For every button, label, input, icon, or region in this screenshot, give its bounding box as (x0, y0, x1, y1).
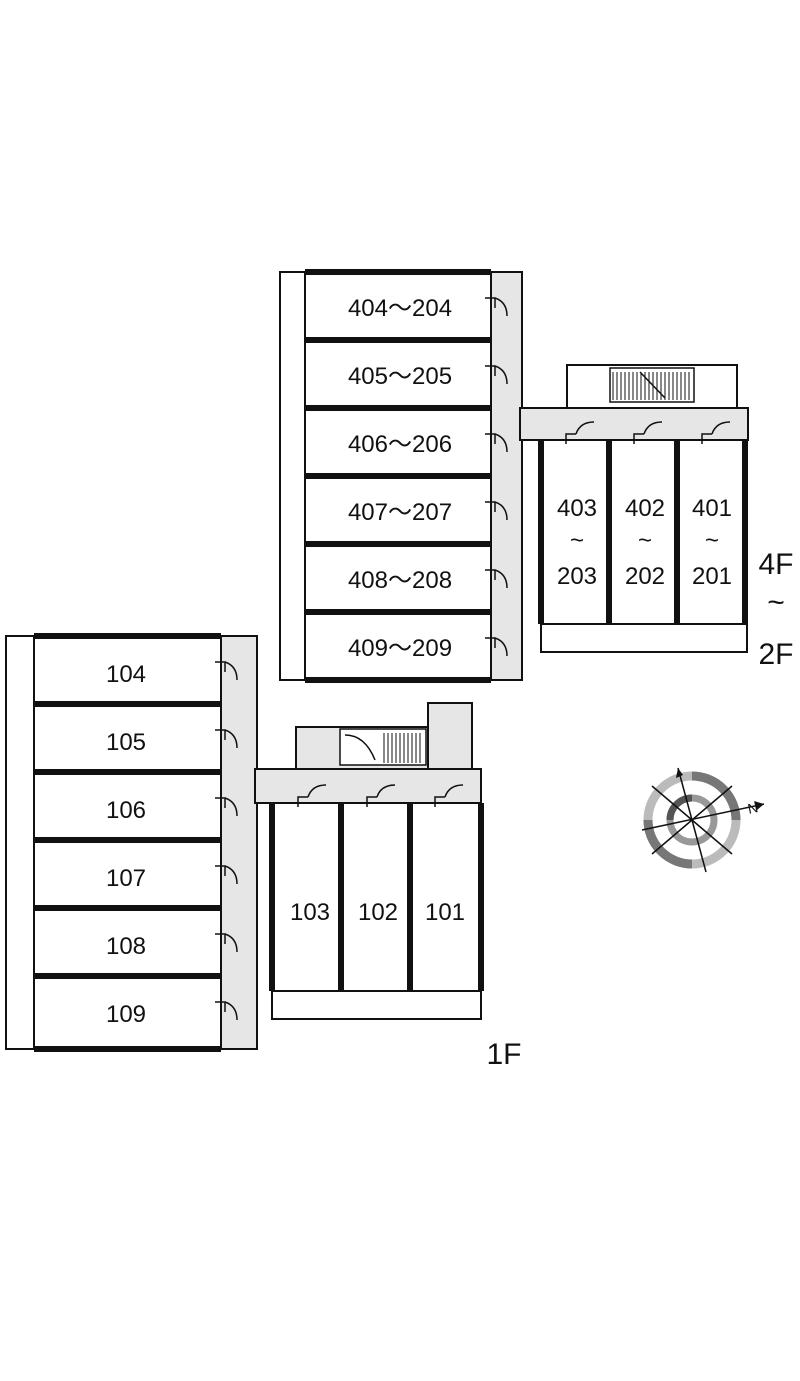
unit-401-201: 401 ~ 201 (674, 421, 748, 625)
floor-label-tilde: ~ (767, 586, 785, 619)
compass-north-label: N (746, 799, 759, 817)
floor-label-ground: 1F (486, 1038, 521, 1071)
ground-utility-box (427, 702, 473, 770)
unit-label: 406～206 (348, 431, 452, 458)
unit-108: 108 (33, 905, 238, 977)
ground-corridor-vertical (220, 635, 258, 1050)
unit-403-203: 403 ~ 203 (538, 421, 610, 625)
unit-label-bottom: 201 (692, 563, 732, 590)
unit-label-top: 401 (692, 495, 732, 522)
floor-label-bottom: 2F (758, 638, 793, 671)
unit-402-202: 402 ~ 202 (606, 421, 678, 625)
unit-407-207: 407～207 (304, 473, 508, 545)
ground-balcony-strip (271, 990, 482, 1020)
unit-label: 407～207 (348, 499, 452, 526)
unit-label: 409～209 (348, 635, 452, 662)
unit-105: 105 (33, 701, 238, 773)
unit-label-tilde: ~ (705, 527, 719, 554)
unit-104: 104 (33, 633, 238, 705)
unit-101: 101 (407, 784, 484, 992)
unit-107: 107 (33, 837, 238, 909)
unit-408-208: 408～208 (304, 541, 508, 613)
unit-label: 103 (290, 899, 330, 926)
unit-409-209: 409～209 (304, 609, 508, 683)
compass-icon: N (641, 767, 765, 873)
ground-corridor-horizontal (254, 768, 482, 804)
unit-label-tilde: ~ (570, 527, 584, 554)
unit-103: 103 (269, 784, 342, 992)
unit-109: 109 (33, 973, 238, 1052)
upper-balcony-strip (540, 623, 748, 653)
upper-floor-block: 404～204 405～205 406～206 407～207 408～208 (279, 269, 794, 683)
unit-label-tilde: ~ (638, 527, 652, 554)
unit-label: 405～205 (348, 363, 452, 390)
unit-label: 105 (106, 729, 146, 756)
unit-label-bottom: 203 (557, 563, 597, 590)
unit-405-205: 405～205 (304, 337, 508, 409)
unit-404-204: 404～204 (304, 269, 508, 341)
unit-label: 101 (425, 899, 465, 926)
unit-label: 102 (358, 899, 398, 926)
upper-corridor-vertical (490, 271, 523, 681)
ground-floor-block: 104 105 106 107 108 (5, 633, 522, 1071)
unit-label: 408～208 (348, 567, 452, 594)
upper-staircase (566, 364, 738, 409)
unit-label-bottom: 202 (625, 563, 665, 590)
unit-label: 104 (106, 661, 146, 688)
unit-label: 106 (106, 797, 146, 824)
unit-label: 108 (106, 933, 146, 960)
unit-102: 102 (338, 784, 411, 992)
unit-406-206: 406～206 (304, 405, 508, 477)
unit-106: 106 (33, 769, 238, 841)
unit-label: 107 (106, 865, 146, 892)
unit-label-top: 403 (557, 495, 597, 522)
unit-label: 109 (106, 1001, 146, 1028)
ground-staircase (295, 726, 429, 770)
unit-label: 404～204 (348, 295, 452, 322)
floor-label-top: 4F (758, 548, 793, 581)
unit-label-top: 402 (625, 495, 665, 522)
